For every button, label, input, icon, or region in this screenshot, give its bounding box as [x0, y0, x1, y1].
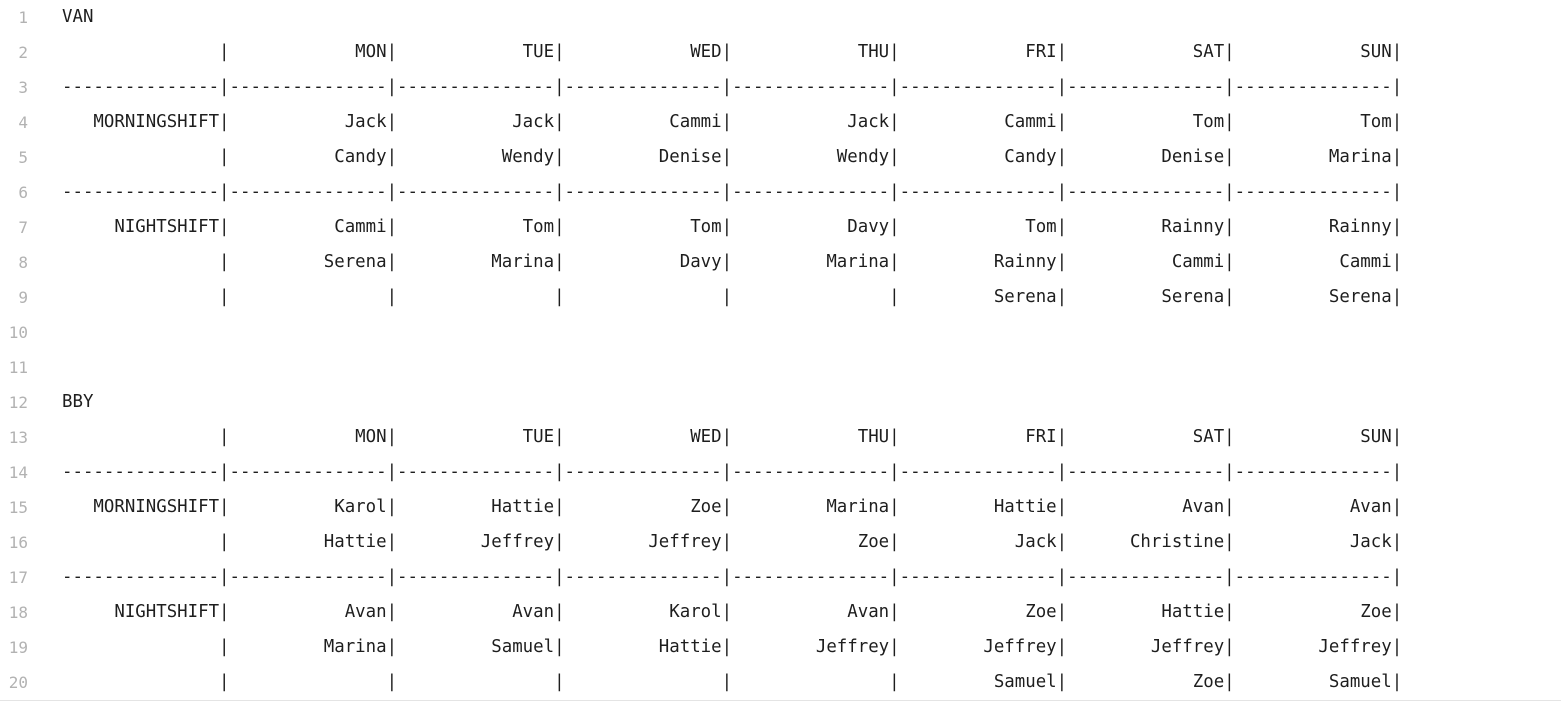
- editor-line[interactable]: 19 | Marina| Samuel| Hattie| Jeffrey| Je…: [0, 630, 1561, 665]
- editor-line[interactable]: 13 | MON| TUE| WED| THU| FRI| SAT| SUN|: [0, 420, 1561, 455]
- line-text[interactable]: NIGHTSHIFT| Cammi| Tom| Tom| Davy| Tom| …: [62, 217, 1403, 237]
- editor-line[interactable]: 14 ---------------|---------------|-----…: [0, 455, 1561, 490]
- editor-line[interactable]: 12 BBY: [0, 385, 1561, 420]
- line-text[interactable]: MORNINGSHIFT| Jack| Jack| Cammi| Jack| C…: [62, 112, 1403, 132]
- line-text[interactable]: BBY: [62, 392, 94, 412]
- line-number: 5: [18, 148, 28, 167]
- line-text[interactable]: | MON| TUE| WED| THU| FRI| SAT| SUN|: [62, 427, 1403, 447]
- line-text[interactable]: | Serena| Marina| Davy| Marina| Rainny| …: [62, 252, 1403, 272]
- line-number: 6: [18, 183, 28, 202]
- line-number: 3: [18, 78, 28, 97]
- line-text[interactable]: VAN: [62, 7, 94, 27]
- editor-line[interactable]: 6 ---------------|---------------|------…: [0, 175, 1561, 210]
- line-number: 7: [18, 218, 28, 237]
- line-number: 19: [8, 638, 28, 657]
- line-number: 12: [8, 393, 28, 412]
- line-number: 20: [8, 673, 28, 692]
- line-text[interactable]: | | | | | Samuel| Zoe| Samuel|: [62, 672, 1403, 692]
- editor-line[interactable]: 17 ---------------|---------------|-----…: [0, 560, 1561, 595]
- line-text[interactable]: | Candy| Wendy| Denise| Wendy| Candy| De…: [62, 147, 1403, 167]
- editor-line[interactable]: 15 MORNINGSHIFT| Karol| Hattie| Zoe| Mar…: [0, 490, 1561, 525]
- line-number: 8: [18, 253, 28, 272]
- line-number: 16: [8, 533, 28, 552]
- line-text[interactable]: | Hattie| Jeffrey| Jeffrey| Zoe| Jack| C…: [62, 532, 1403, 552]
- line-number: 13: [8, 428, 28, 447]
- editor-line[interactable]: 18 NIGHTSHIFT| Avan| Avan| Karol| Avan| …: [0, 595, 1561, 630]
- editor-line[interactable]: 3 ---------------|---------------|------…: [0, 70, 1561, 105]
- editor-line[interactable]: 16 | Hattie| Jeffrey| Jeffrey| Zoe| Jack…: [0, 525, 1561, 560]
- line-number: 14: [8, 463, 28, 482]
- line-text[interactable]: | MON| TUE| WED| THU| FRI| SAT| SUN|: [62, 42, 1403, 62]
- editor-line[interactable]: 11: [0, 350, 1561, 385]
- line-text[interactable]: ---------------|---------------|--------…: [62, 182, 1403, 202]
- line-text[interactable]: ---------------|---------------|--------…: [62, 77, 1403, 97]
- line-text[interactable]: | | | | | Serena| Serena| Serena|: [62, 287, 1403, 307]
- editor-line[interactable]: 4 MORNINGSHIFT| Jack| Jack| Cammi| Jack|…: [0, 105, 1561, 140]
- line-text[interactable]: ---------------|---------------|--------…: [62, 567, 1403, 587]
- editor-line[interactable]: 10: [0, 315, 1561, 350]
- line-number: 4: [18, 113, 28, 132]
- line-text[interactable]: ---------------|---------------|--------…: [62, 462, 1403, 482]
- line-number: 15: [8, 498, 28, 517]
- editor-line[interactable]: 20 | | | | | Samuel| Zoe| Samuel|: [0, 665, 1561, 700]
- editor-line[interactable]: 8 | Serena| Marina| Davy| Marina| Rainny…: [0, 245, 1561, 280]
- line-number: 9: [18, 288, 28, 307]
- line-text[interactable]: MORNINGSHIFT| Karol| Hattie| Zoe| Marina…: [62, 497, 1403, 517]
- line-text[interactable]: NIGHTSHIFT| Avan| Avan| Karol| Avan| Zoe…: [62, 602, 1403, 622]
- line-number: 10: [8, 323, 28, 342]
- editor-line[interactable]: 7 NIGHTSHIFT| Cammi| Tom| Tom| Davy| Tom…: [0, 210, 1561, 245]
- line-number: 2: [18, 43, 28, 62]
- line-number: 18: [8, 603, 28, 622]
- line-text[interactable]: | Marina| Samuel| Hattie| Jeffrey| Jeffr…: [62, 637, 1403, 657]
- editor-line[interactable]: 2 | MON| TUE| WED| THU| FRI| SAT| SUN|: [0, 35, 1561, 70]
- editor-line[interactable]: 5 | Candy| Wendy| Denise| Wendy| Candy| …: [0, 140, 1561, 175]
- line-number: 11: [8, 358, 28, 377]
- line-number: 17: [8, 568, 28, 587]
- editor-line[interactable]: 1 VAN: [0, 0, 1561, 35]
- editor-line[interactable]: 9 | | | | | Serena| Serena| Serena|: [0, 280, 1561, 315]
- line-number: 1: [18, 8, 28, 27]
